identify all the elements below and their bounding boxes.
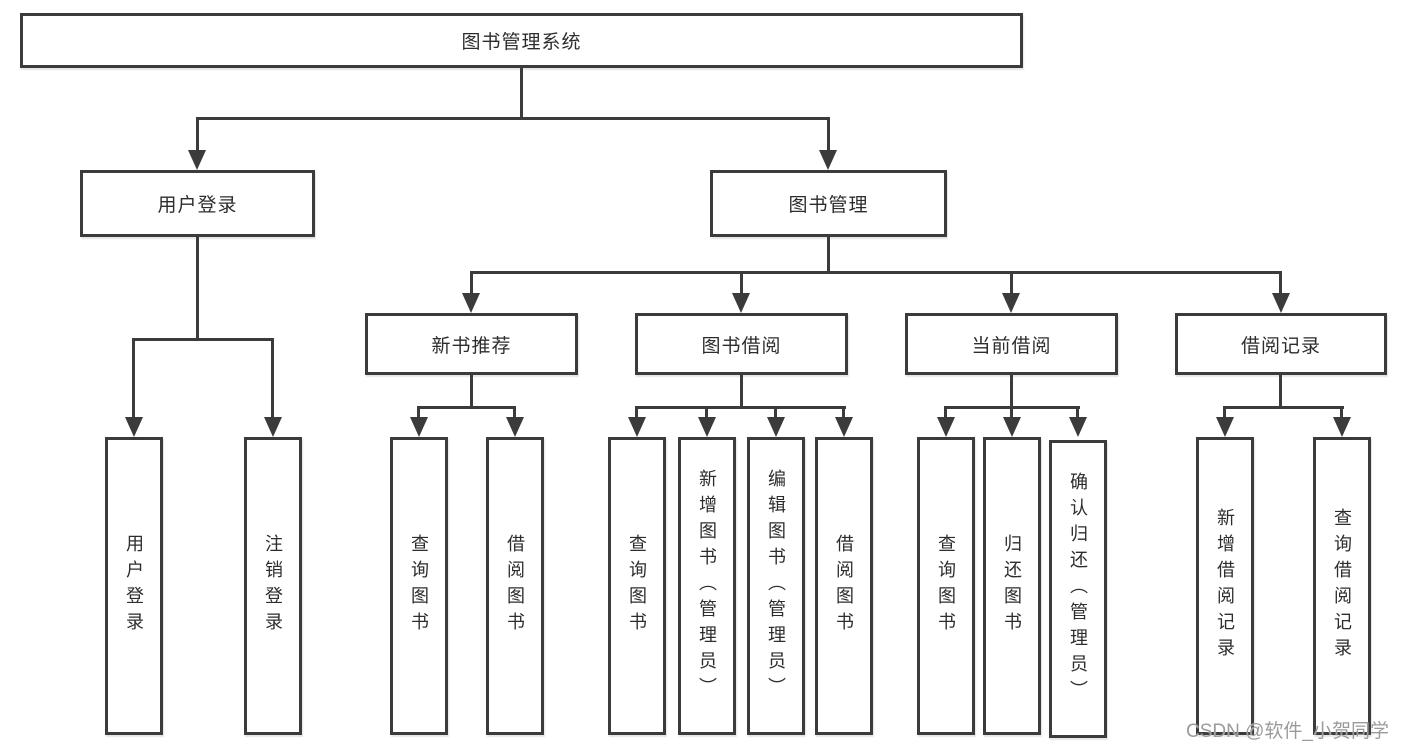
node-book-borrowing-label: 图书借阅 <box>701 335 782 357</box>
connector-line <box>705 406 708 417</box>
arrowhead-down-icon <box>767 417 785 437</box>
node-new-book-recommendation: 新书推荐 <box>365 313 578 375</box>
leaf-logout: 注销登录 <box>244 437 302 735</box>
leaf-query-books-recommend: 查询图书 <box>390 437 448 735</box>
node-book-management-label: 图书管理 <box>788 195 869 216</box>
connector-line <box>417 406 516 409</box>
leaf-query-books-recommend-label: 查询图书 <box>409 534 429 638</box>
leaf-add-borrow-record-label: 新增借阅记录 <box>1215 508 1235 664</box>
arrowhead-down-icon <box>188 150 206 170</box>
node-user-login-label: 用户登录 <box>157 195 238 216</box>
connector-line <box>827 237 830 271</box>
node-current-borrowing-label: 当前借阅 <box>971 335 1052 357</box>
connector-line <box>842 406 845 417</box>
connector-line <box>1010 406 1013 417</box>
leaf-return-books-label: 归还图书 <box>1002 534 1022 638</box>
leaf-query-books-borrowing-label: 查询图书 <box>627 534 647 638</box>
leaf-confirm-return-admin: 确认归还（管理员） <box>1049 440 1107 738</box>
node-root-label: 图书管理系统 <box>461 32 582 53</box>
leaf-add-books-admin: 新增图书（管理员） <box>678 437 736 735</box>
arrowhead-down-icon <box>819 150 837 170</box>
connector-line <box>271 338 274 417</box>
leaf-borrow-books-label: 借阅图书 <box>834 534 854 638</box>
arrowhead-down-icon <box>1216 417 1234 437</box>
connector-line <box>513 406 516 417</box>
connector-line <box>1223 406 1344 409</box>
arrowhead-down-icon <box>462 293 480 313</box>
leaf-query-books-current: 查询图书 <box>917 437 975 735</box>
leaf-edit-books-admin: 编辑图书（管理员） <box>747 437 805 735</box>
arrowhead-down-icon <box>732 293 750 313</box>
connector-line <box>1279 375 1282 406</box>
node-root-system: 图书管理系统 <box>20 13 1023 68</box>
node-borrowing-records-label: 借阅记录 <box>1240 335 1321 357</box>
leaf-borrow-books: 借阅图书 <box>815 437 873 735</box>
arrowhead-down-icon <box>937 417 955 437</box>
connector-line <box>132 338 274 341</box>
connector-line <box>520 68 523 117</box>
connector-line <box>132 338 135 417</box>
leaf-confirm-return-admin-label: 确认归还（管理员） <box>1068 472 1088 706</box>
leaf-borrow-books-recommend-label: 借阅图书 <box>505 534 525 638</box>
arrowhead-down-icon <box>1272 293 1290 313</box>
connector-line <box>470 375 473 406</box>
node-book-management: 图书管理 <box>710 170 947 237</box>
leaf-query-books-borrowing: 查询图书 <box>608 437 666 735</box>
arrowhead-down-icon <box>1003 417 1021 437</box>
leaf-query-borrow-record-label: 查询借阅记录 <box>1332 508 1352 664</box>
connector-line <box>196 117 199 150</box>
connector-line <box>944 406 947 417</box>
leaf-query-borrow-record: 查询借阅记录 <box>1313 437 1371 735</box>
arrowhead-down-icon <box>410 417 428 437</box>
connector-line <box>827 117 830 150</box>
leaf-add-borrow-record: 新增借阅记录 <box>1196 437 1254 735</box>
node-new-book-recommendation-label: 新书推荐 <box>431 335 512 357</box>
connector-line <box>1223 406 1226 417</box>
connector-line <box>196 117 830 120</box>
arrowhead-down-icon <box>698 417 716 437</box>
leaf-add-books-admin-label: 新增图书（管理员） <box>697 469 717 703</box>
connector-line <box>417 406 420 417</box>
connector-line <box>740 375 743 406</box>
connector-line <box>740 271 743 293</box>
connector-line <box>196 237 199 338</box>
arrowhead-down-icon <box>1333 417 1351 437</box>
csdn-watermark: CSDN @软件_小贺同学 <box>1186 721 1389 742</box>
leaf-borrow-books-recommend: 借阅图书 <box>486 437 544 735</box>
node-book-borrowing: 图书借阅 <box>635 313 848 375</box>
node-borrowing-records: 借阅记录 <box>1175 313 1387 375</box>
connector-line <box>1279 271 1282 293</box>
leaf-logout-label: 注销登录 <box>263 534 283 638</box>
connector-line <box>635 406 846 409</box>
arrowhead-down-icon <box>628 417 646 437</box>
node-user-login: 用户登录 <box>80 170 315 237</box>
connector-line <box>470 271 1282 274</box>
connector-line <box>1010 271 1013 293</box>
arrowhead-down-icon <box>506 417 524 437</box>
leaf-query-books-current-label: 查询图书 <box>936 534 956 638</box>
connector-line <box>774 406 777 417</box>
arrowhead-down-icon <box>125 417 143 437</box>
connector-line <box>635 406 638 417</box>
node-current-borrowing: 当前借阅 <box>905 313 1118 375</box>
connector-line <box>470 271 473 293</box>
arrowhead-down-icon <box>264 417 282 437</box>
leaf-user-login: 用户登录 <box>105 437 163 735</box>
leaf-user-login-label: 用户登录 <box>124 534 144 638</box>
leaf-edit-books-admin-label: 编辑图书（管理员） <box>766 469 786 703</box>
leaf-return-books: 归还图书 <box>983 437 1041 735</box>
connector-line <box>1340 406 1343 417</box>
arrowhead-down-icon <box>1002 293 1020 313</box>
arrowhead-down-icon <box>835 417 853 437</box>
connector-line <box>1010 375 1013 406</box>
arrowhead-down-icon <box>1069 417 1087 437</box>
connector-line <box>1076 406 1079 417</box>
